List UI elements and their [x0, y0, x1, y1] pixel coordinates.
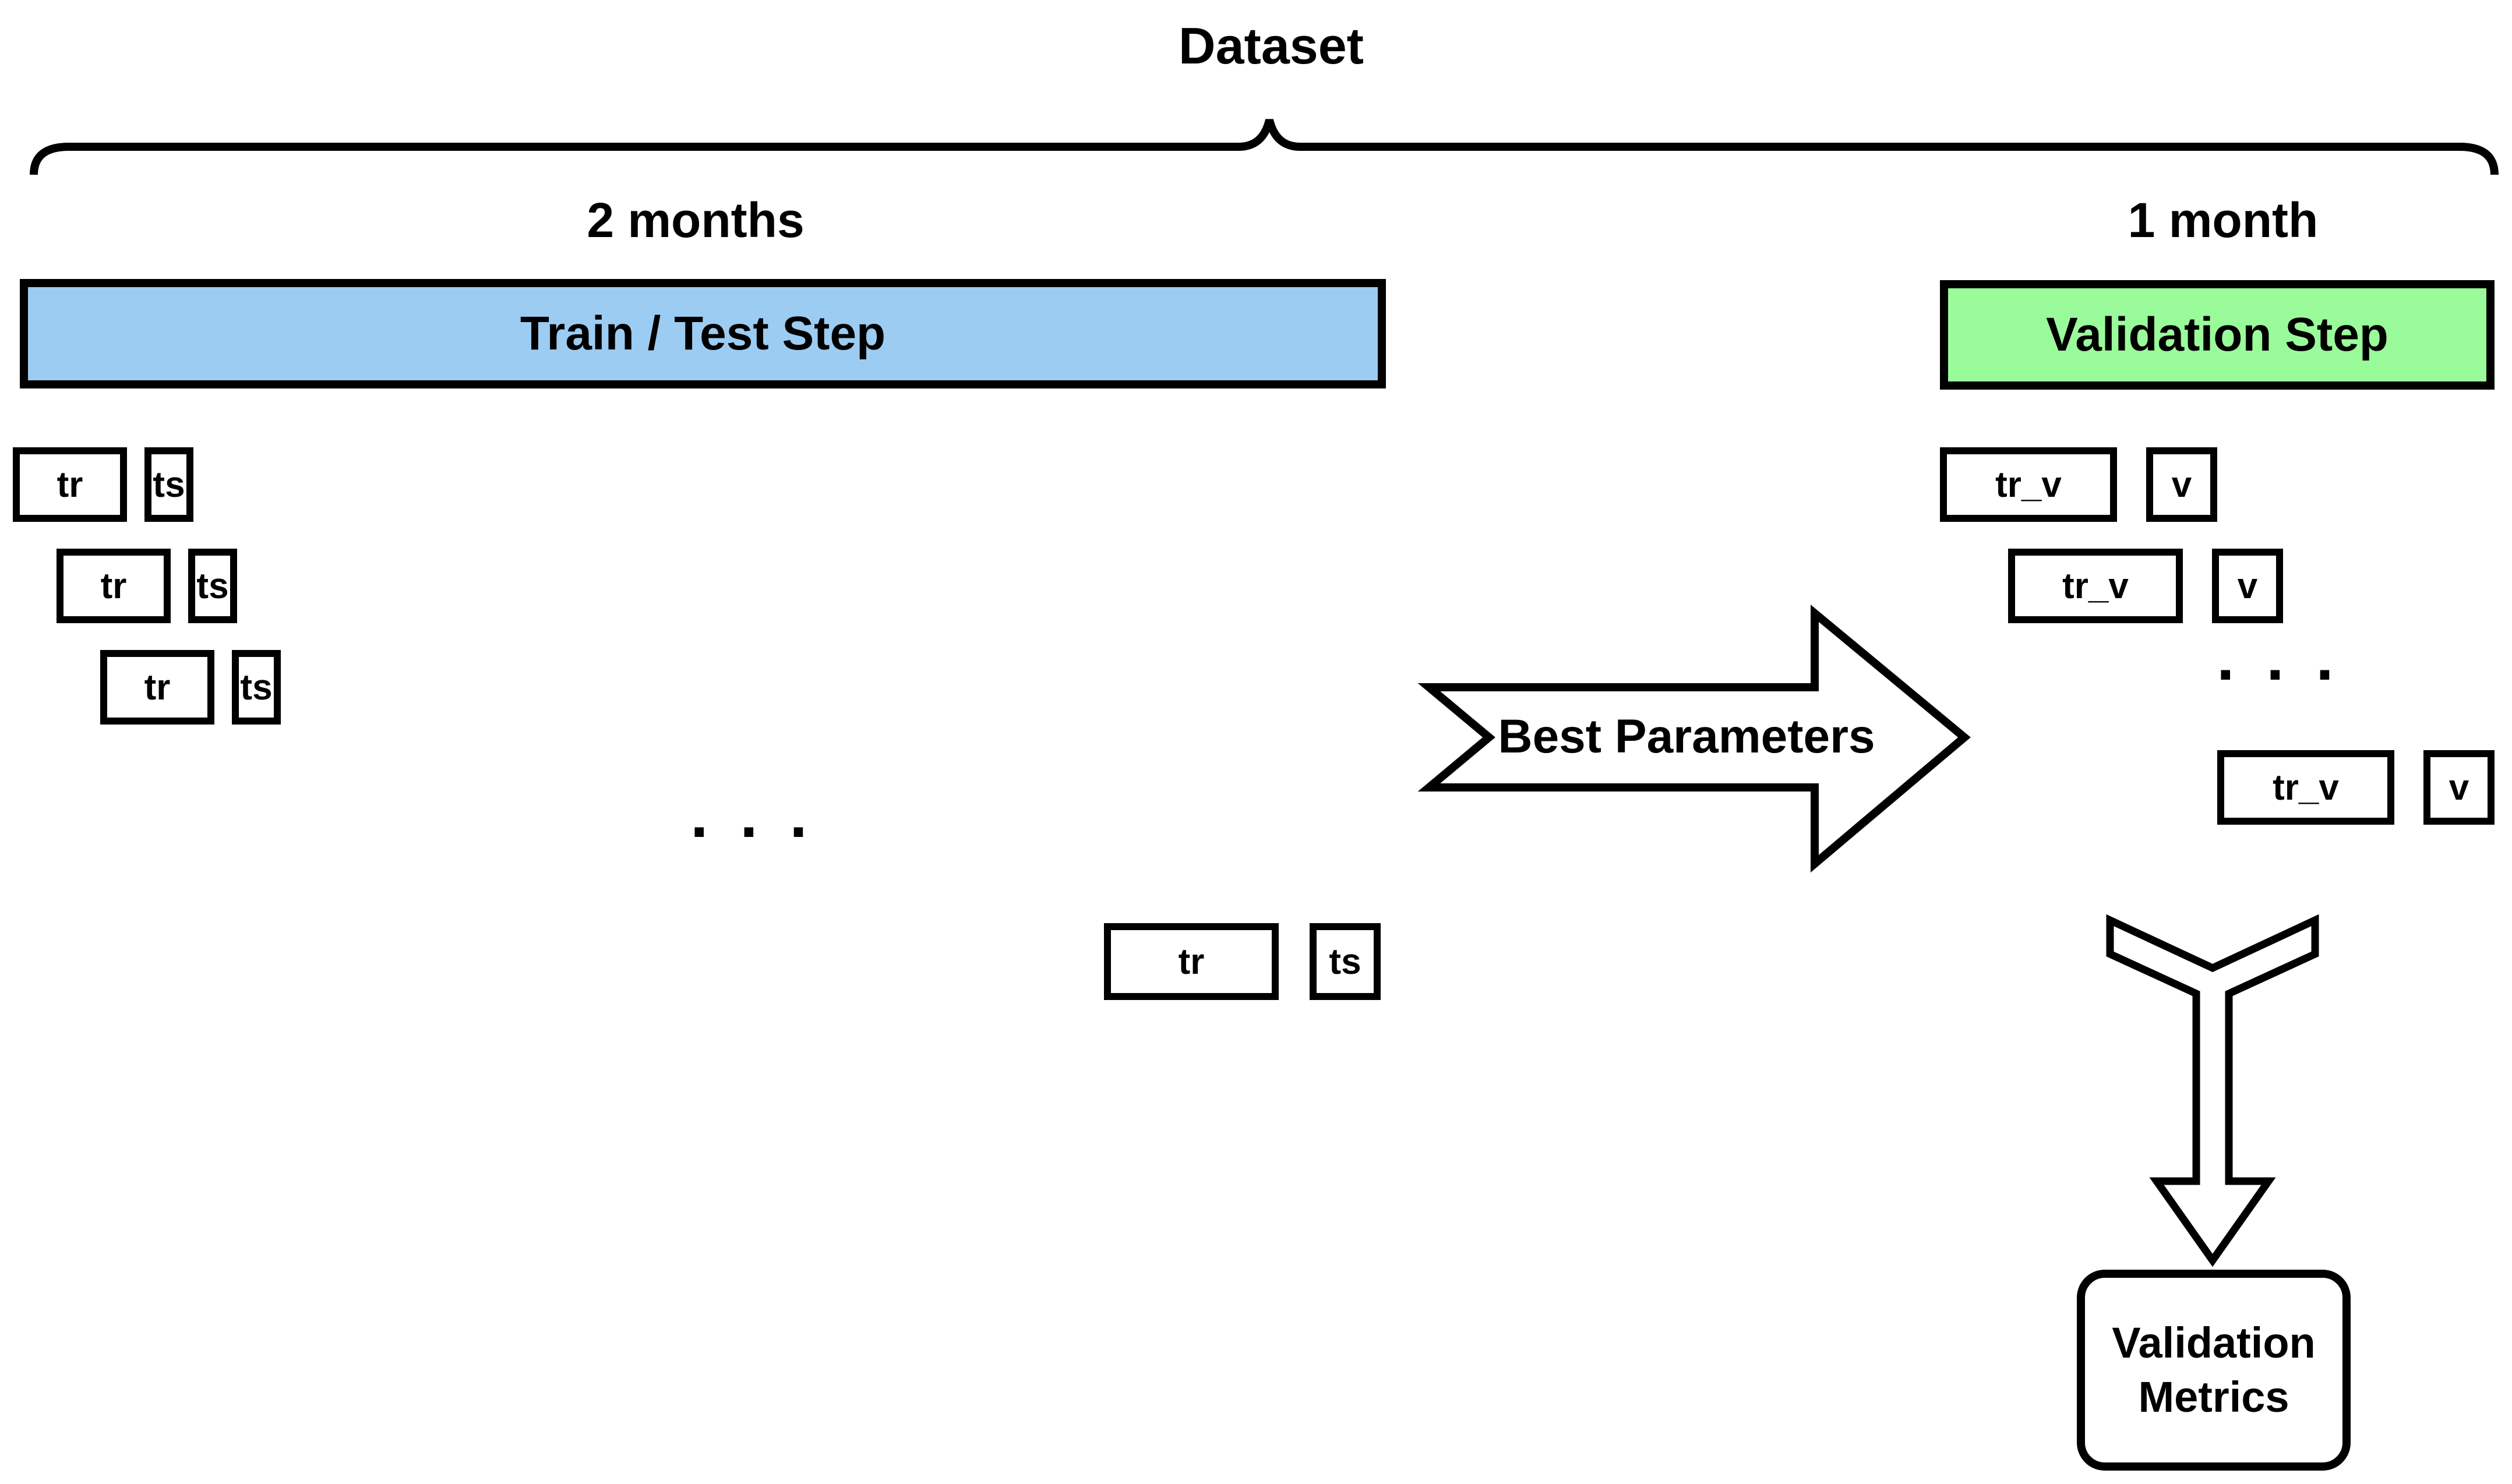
- validation-metrics-line2: Metrics: [2138, 1372, 2289, 1421]
- test-window-last: ts: [1310, 923, 1381, 1000]
- train-test-duration-label: 2 months: [587, 193, 805, 248]
- validation-ellipsis: . . .: [2217, 622, 2341, 694]
- train-window-3: tr: [100, 650, 214, 725]
- best-parameters-arrow-shape: [1417, 605, 1971, 873]
- val-window-last: v: [2423, 750, 2495, 825]
- train-val-window-last: tr_v: [2217, 750, 2394, 825]
- validation-metrics-box: Validation Metrics: [2077, 1270, 2351, 1471]
- test-window-3: ts: [232, 650, 281, 725]
- val-window-1: v: [2146, 447, 2217, 522]
- train-test-step-box: Train / Test Step: [20, 279, 1386, 388]
- train-val-window-1: tr_v: [1940, 447, 2117, 522]
- test-window-2: ts: [188, 549, 237, 623]
- train-test-step-label: Train / Test Step: [520, 307, 886, 360]
- train-window-2: tr: [57, 549, 171, 623]
- train-window-last: tr: [1104, 923, 1279, 1000]
- train-test-ellipsis: . . .: [690, 779, 814, 851]
- validation-step-box: Validation Step: [1940, 280, 2495, 390]
- train-val-window-2: tr_v: [2008, 549, 2183, 623]
- val-window-2: v: [2212, 549, 2283, 623]
- validation-duration-label: 1 month: [2128, 193, 2319, 248]
- validation-step-label: Validation Step: [2046, 308, 2388, 361]
- dataset-title: Dataset: [1179, 17, 1364, 75]
- train-window-1: tr: [13, 447, 127, 522]
- dataset-brace: [30, 119, 2499, 175]
- test-window-1: ts: [144, 447, 193, 522]
- merge-arrow-shape: [2106, 914, 2319, 1267]
- validation-metrics-line1: Validation: [2112, 1319, 2316, 1367]
- best-parameters-label: Best Parameters: [1498, 710, 1875, 763]
